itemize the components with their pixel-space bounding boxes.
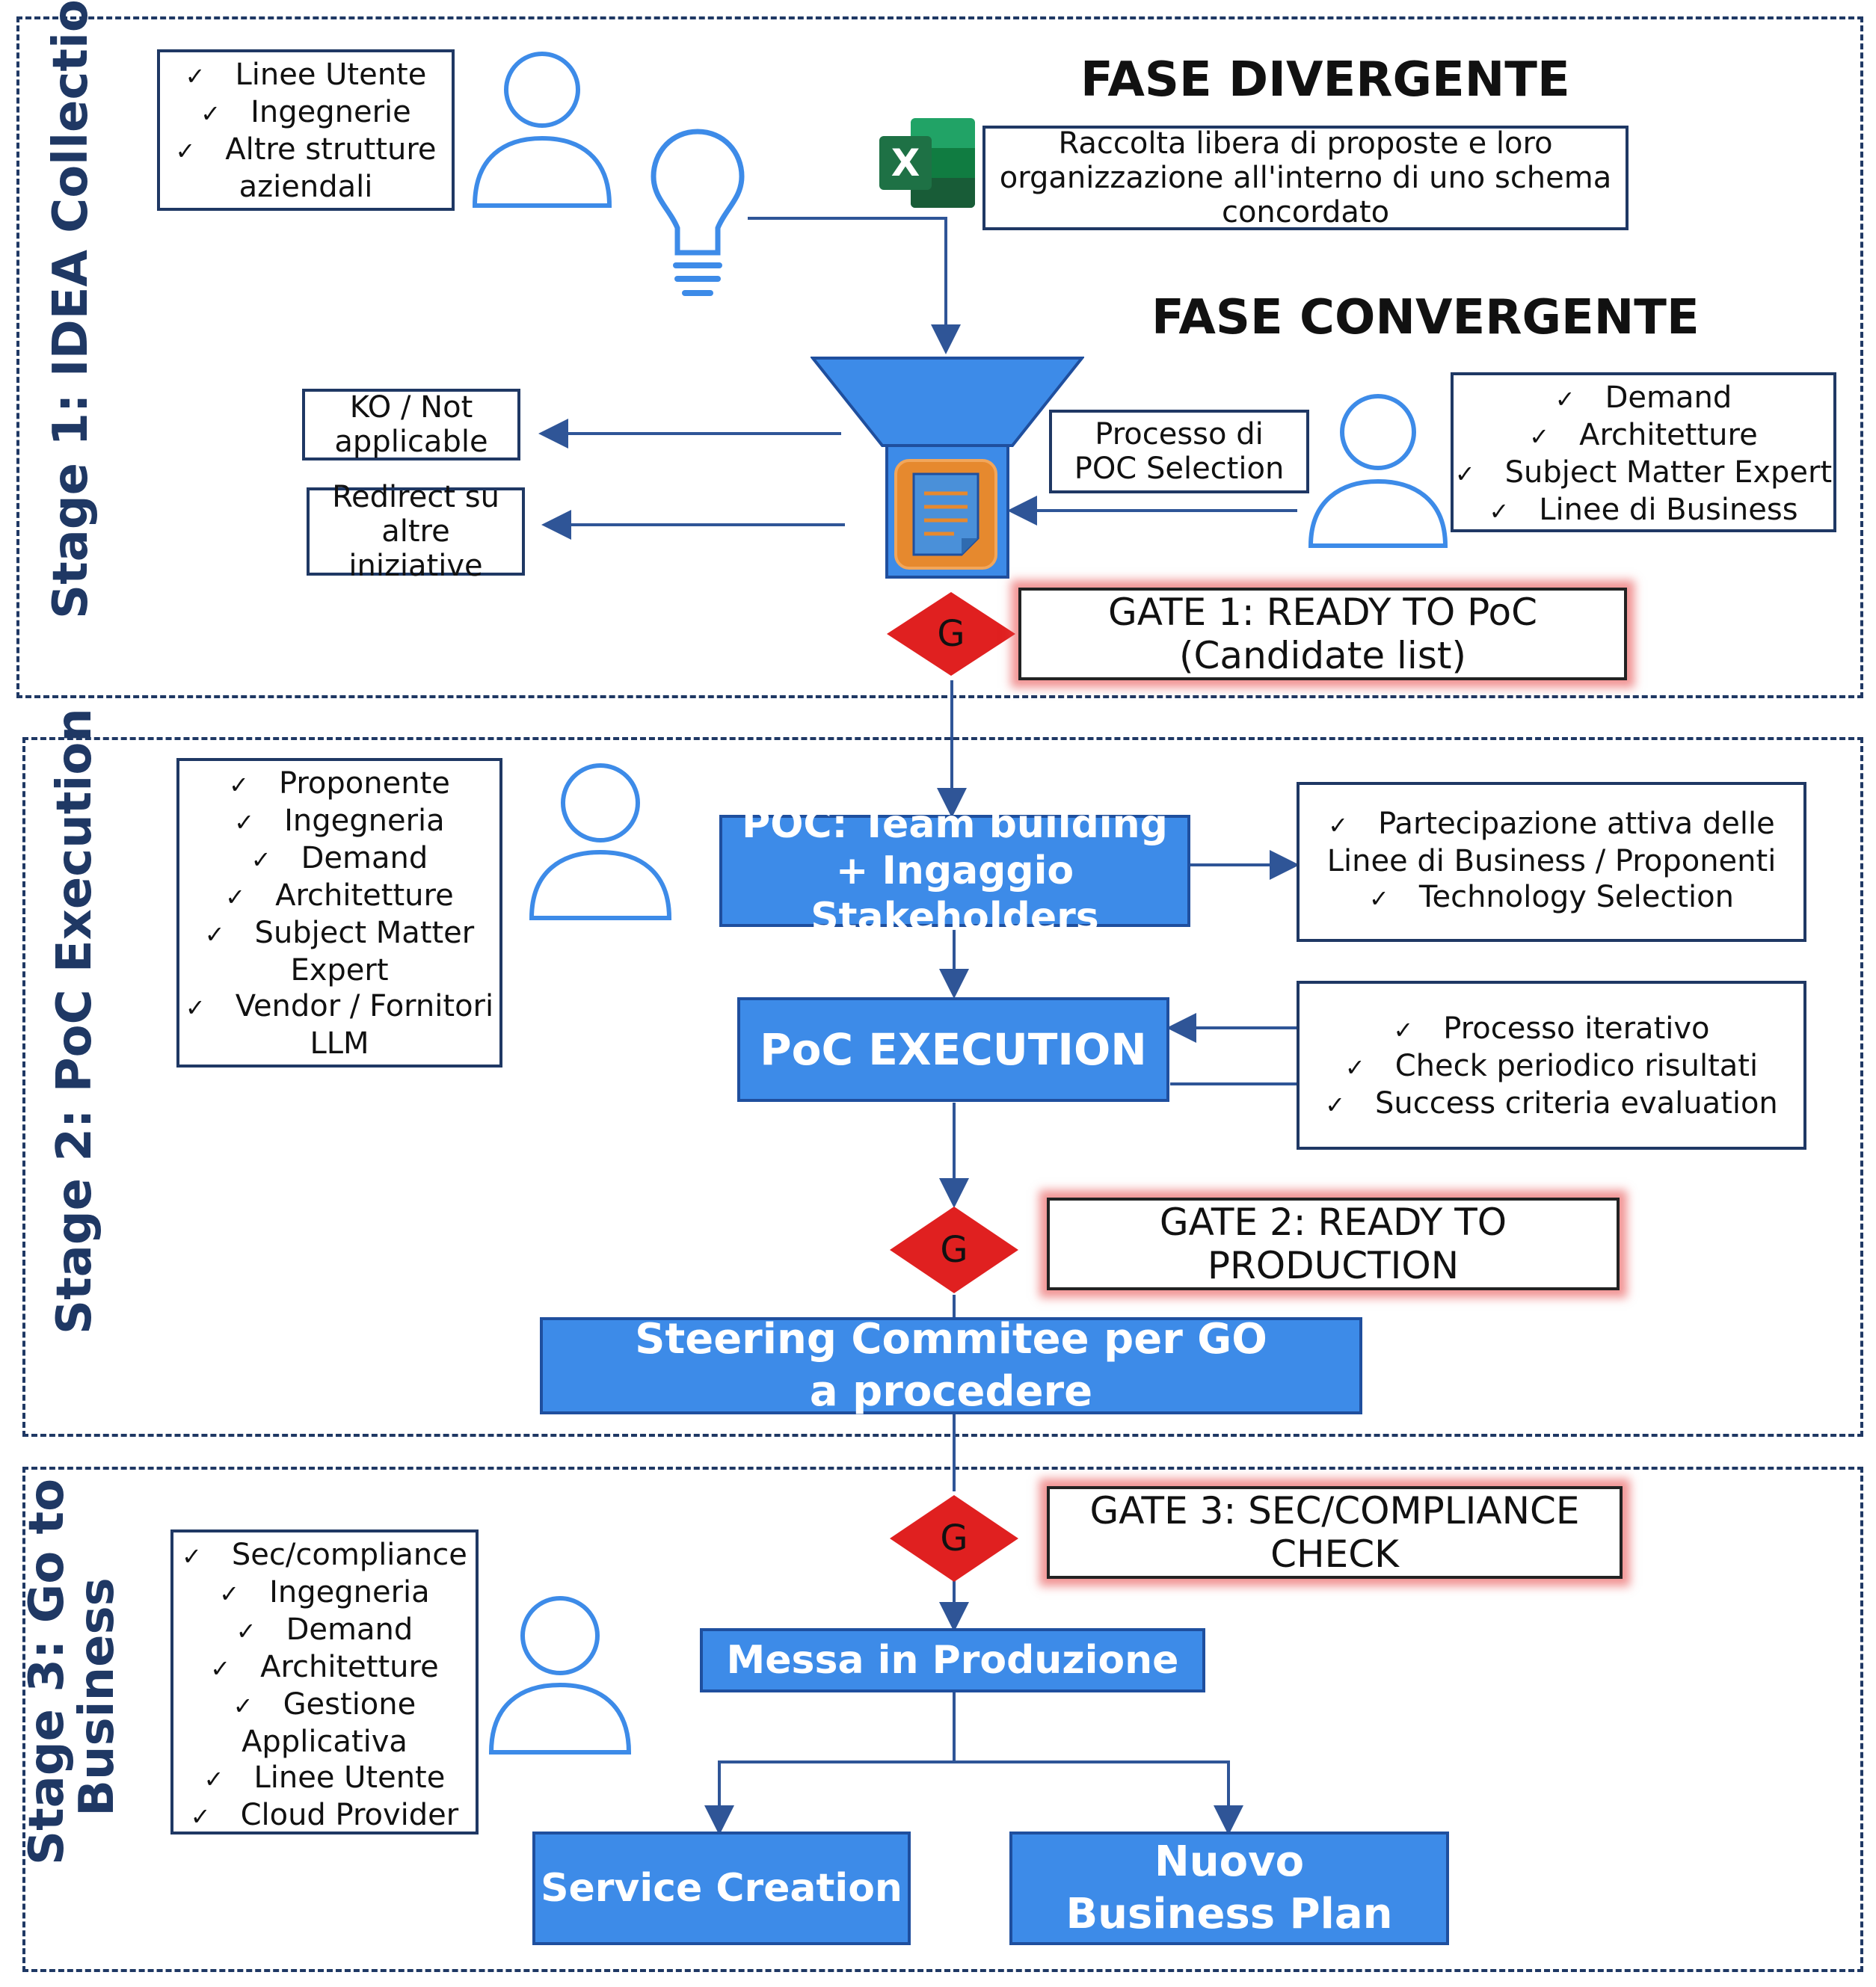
list-item: Demand (1454, 380, 1833, 417)
list-item: Subject Matter Expert (179, 915, 499, 988)
lightbulb-icon (651, 129, 745, 296)
poc-execution-box: PoC EXECUTION (737, 997, 1169, 1102)
list-item: Linee Utente (173, 1760, 476, 1797)
business-plan-box: Nuovo Business Plan (1009, 1832, 1449, 1945)
stage1-users-list: Linee Utente Ingegnerie Altre strutture … (160, 52, 452, 209)
ko-box: KO / Not applicable (302, 389, 520, 460)
gate-1-text: GATE 1: READY TO PoC (Candidate list) (1107, 591, 1538, 677)
redirect-text: Redirect su altre iniziative (332, 480, 499, 583)
list-item: Check periodico risultati (1300, 1048, 1803, 1085)
fase-convergente-title: FASE CONVERGENTE (1151, 290, 1700, 345)
steering-box: Steering Commitee per GO a procedere (540, 1315, 1362, 1416)
branch-messa (704, 1692, 956, 1835)
list-item: Partecipazione attiva delle Linee di Bus… (1300, 806, 1803, 879)
gate-diamond-icon: G (890, 1207, 1018, 1293)
list-item: Proponente (179, 765, 499, 803)
service-creation-box: Service Creation (532, 1832, 911, 1945)
list-item: Gestione Applicativa (173, 1686, 476, 1760)
poc-execution-text: PoC EXECUTION (760, 1024, 1147, 1075)
divergente-desc: Raccolta libera di proposte e loro organ… (999, 126, 1612, 229)
gate-letter: G (940, 1518, 968, 1559)
steering-text: Steering Commitee per GO a procedere (635, 1315, 1267, 1416)
branch-messa-right (954, 1760, 1243, 1835)
gate-letter: G (937, 613, 965, 655)
list-item: Subject Matter Expert (1454, 455, 1833, 492)
ko-text: KO / Not applicable (334, 390, 488, 459)
divergente-desc-box: Raccolta libera di proposte e loro organ… (982, 126, 1629, 230)
list-item: Linee Utente (160, 57, 452, 94)
excel-icon: X (879, 118, 975, 208)
list-item: Sec/compliance (173, 1537, 476, 1574)
gate-3-box: GATE 3: SEC/COMPLIANCE CHECK (1047, 1486, 1623, 1579)
messa-box: Messa in Produzione (700, 1628, 1205, 1692)
list-item: Architetture (179, 878, 499, 915)
arrow-bulb-to-funnel (748, 217, 961, 354)
user-icon (488, 1596, 632, 1755)
stage2-team-box: Proponente Ingegneria Demand Architettur… (176, 758, 502, 1068)
document-icon (894, 459, 997, 570)
list-item: Ingegnerie (160, 94, 452, 132)
participation-box: Partecipazione attiva delle Linee di Bus… (1297, 782, 1806, 942)
list-item: Demand (179, 840, 499, 878)
gate-diamond-icon: G (890, 1495, 1018, 1582)
gate-3-text: GATE 3: SEC/COMPLIANCE CHECK (1089, 1489, 1580, 1576)
stage-1-frame (16, 16, 1863, 698)
stage-2-frame (22, 737, 1863, 1437)
stage3-team-box: Sec/compliance Ingegneria Demand Archite… (170, 1529, 479, 1834)
convergente-list-box: Demand Architetture Subject Matter Exper… (1451, 372, 1836, 532)
redirect-box: Redirect su altre iniziative (307, 480, 525, 583)
iterative-box: Processo iterativo Check periodico risul… (1297, 981, 1806, 1150)
stage2-team-list: Proponente Ingegneria Demand Architettur… (179, 761, 499, 1066)
list-item: Architetture (173, 1649, 476, 1686)
iterative-list: Processo iterativo Check periodico risul… (1300, 984, 1803, 1127)
list-item: Architetture (1454, 417, 1833, 455)
list-item: Vendor / Fornitori LLM (179, 988, 499, 1062)
gate-letter: G (940, 1229, 968, 1271)
user-icon (529, 763, 672, 920)
list-item: Processo iterativo (1300, 1011, 1803, 1048)
user-icon (1308, 394, 1448, 548)
service-creation-text: Service Creation (541, 1866, 902, 1911)
gate-diamond-icon: G (887, 592, 1015, 676)
business-plan-text: Nuovo Business Plan (1065, 1837, 1393, 1938)
list-item: Linee di Business (1454, 492, 1833, 529)
list-item: Cloud Provider (173, 1797, 476, 1834)
participation-list: Partecipazione attiva delle Linee di Bus… (1300, 785, 1803, 921)
team-building-text: POC: Team building + Ingaggio Stakeholde… (742, 802, 1168, 940)
stage3-team-list: Sec/compliance Ingegneria Demand Archite… (173, 1532, 476, 1839)
convergente-list: Demand Architetture Subject Matter Exper… (1454, 375, 1833, 534)
list-item: Ingegneria (179, 803, 499, 840)
list-item: Success criteria evaluation (1300, 1085, 1803, 1123)
poc-selection-box: Processo di POC Selection (1049, 410, 1309, 493)
fase-divergente-title: FASE DIVERGENTE (1080, 52, 1570, 108)
list-item: Ingegneria (173, 1574, 476, 1612)
poc-selection-text: Processo di POC Selection (1074, 417, 1285, 486)
list-item: Altre strutture aziendali (160, 132, 452, 205)
team-building-box: POC: Team building + Ingaggio Stakeholde… (719, 802, 1190, 940)
gate-2-box: GATE 2: READY TO PRODUCTION (1047, 1198, 1620, 1290)
stage-3-frame (22, 1467, 1863, 1972)
excel-letter: X (879, 136, 932, 190)
list-item: Technology Selection (1300, 879, 1803, 917)
gate-2-text: GATE 2: READY TO PRODUCTION (1159, 1201, 1507, 1287)
user-icon (472, 52, 612, 208)
list-item: Demand (173, 1612, 476, 1649)
messa-text: Messa in Produzione (726, 1638, 1179, 1683)
gate-1-box: GATE 1: READY TO PoC (Candidate list) (1018, 588, 1627, 680)
stage1-users-box: Linee Utente Ingegnerie Altre strutture … (157, 49, 455, 211)
